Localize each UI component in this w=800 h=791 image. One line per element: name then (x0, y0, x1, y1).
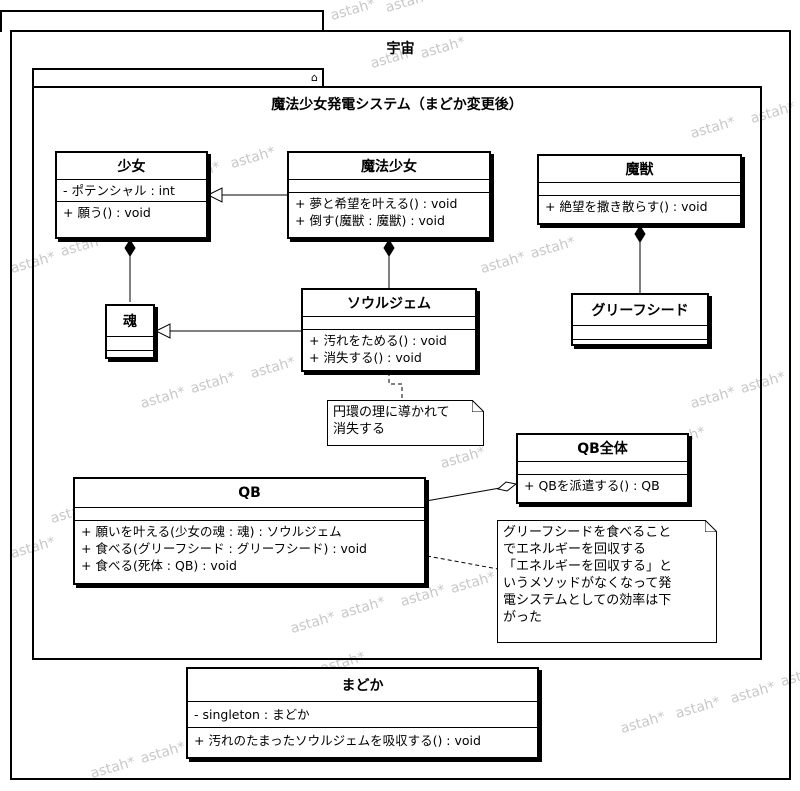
note-line: でエネルギーを回収する (503, 542, 647, 557)
composition-diamond (634, 225, 646, 243)
composition-diamond (124, 239, 136, 257)
class-name: まどか (188, 669, 537, 702)
note-line: 消失する (333, 422, 386, 437)
note-line: いうメソッドがなくなって発 (503, 576, 672, 591)
operation-row: + 絶望を撒き散らす() : void (545, 199, 708, 214)
attribute-row: - singleton : まどか (194, 707, 310, 722)
generalization-arrowhead (154, 323, 171, 339)
operation-row: + 願う() : void (63, 205, 151, 220)
note-line: 「エネルギーを回収する」と (503, 559, 673, 574)
operations-section: + 絶望を撒き散らす() : void (539, 196, 740, 217)
operations-section: + QBを派遣する() : QB (518, 475, 687, 496)
aggregation-diamond (496, 481, 518, 492)
class-name: グリーフシード (573, 295, 707, 326)
class-qb[interactable]: QB + 願いを叶える(少女の魂 : 魂) : ソウルジェム + 食べる(グリー… (73, 477, 426, 585)
attributes-section: - ポテンシャル : int (57, 180, 206, 202)
note-anchor-line (426, 555, 499, 570)
class-name: QB (75, 479, 424, 508)
class-name: 少女 (57, 153, 206, 180)
class-name: QB全体 (518, 435, 687, 462)
class-soul-gem[interactable]: ソウルジェム + 汚れをためる() : void + 消失する() : void (301, 288, 477, 372)
operation-row: + 食べる(死体 : QB) : void (81, 558, 237, 573)
inner-package-title: 魔法少女発電システム（まどか変更後） (271, 97, 523, 113)
operation-row: + 願いを叶える(少女の魂 : 魂) : ソウルジェム (81, 524, 342, 539)
class-madoka[interactable]: まどか - singleton : まどか + 汚れのたまったソウルジェムを吸収… (186, 667, 539, 759)
note-fold-icon (472, 400, 484, 412)
attributes-section (289, 180, 489, 193)
outer-package[interactable]: 宇宙 (10, 30, 791, 780)
class-majuu[interactable]: 魔獣 + 絶望を撒き散らす() : void (537, 154, 742, 225)
operation-row: + 汚れをためる() : void (309, 333, 447, 348)
operations-section: + 汚れをためる() : void + 消失する() : void (303, 330, 475, 368)
note-line: 円環の理に導かれて (333, 405, 450, 420)
inner-package-tab: ⌂ (32, 68, 324, 88)
operations-section (573, 340, 707, 353)
operations-section: + 夢と希望を叶える() : void + 倒す(魔獣 : 魔獣) : void (289, 193, 489, 231)
operation-row: + 夢と希望を叶える() : void (295, 196, 458, 211)
operations-section: + 願いを叶える(少女の魂 : 魂) : ソウルジェム + 食べる(グリーフシー… (75, 521, 424, 576)
attributes-section: - singleton : まどか (188, 702, 537, 728)
class-name: 魔法少女 (289, 153, 489, 180)
attributes-section (573, 326, 707, 340)
outer-package-tab (0, 10, 324, 32)
operations-section: + 願う() : void (57, 202, 206, 223)
attribute-row: - ポテンシャル : int (63, 183, 175, 198)
package-tab-icon: ⌂ (311, 71, 318, 84)
note-qb[interactable]: グリーフシードを食べること でエネルギーを回収する 「エネルギーを回収する」と … (497, 520, 717, 643)
note-line: 電システムとしての効率は下 (503, 593, 672, 608)
note-anchor-line (388, 372, 403, 400)
aggregation-line (425, 487, 501, 502)
note-line: がった (503, 610, 543, 625)
operation-row: + 食べる(グリーフシード : グリーフシード) : void (81, 541, 367, 556)
class-mahou-shoujo[interactable]: 魔法少女 + 夢と希望を叶える() : void + 倒す(魔獣 : 魔獣) :… (287, 151, 491, 239)
inner-package[interactable]: 魔法少女発電システム（まどか変更後） (32, 86, 762, 660)
class-name: 魂 (107, 306, 153, 337)
attributes-section (107, 337, 153, 351)
note-line: グリーフシードを食べること (503, 525, 672, 540)
operations-section (107, 351, 153, 364)
generalization-arrowhead (206, 187, 223, 203)
outer-package-title: 宇宙 (386, 41, 415, 57)
class-shoujo[interactable]: 少女 - ポテンシャル : int + 願う() : void (55, 151, 208, 239)
operation-row: + 消失する() : void (309, 350, 422, 365)
note-soul-gem[interactable]: 円環の理に導かれて 消失する (327, 400, 484, 446)
class-name: 魔獣 (539, 156, 740, 183)
operation-row: + 汚れのたまったソウルジェムを吸収する() : void (194, 733, 481, 748)
class-qb-all[interactable]: QB全体 + QBを派遣する() : QB (516, 433, 689, 504)
operations-section: + 汚れのたまったソウルジェムを吸収する() : void (188, 728, 537, 751)
attributes-section (539, 183, 740, 196)
attributes-section (518, 462, 687, 475)
class-tamashii[interactable]: 魂 (105, 304, 155, 359)
attributes-section (75, 508, 424, 521)
class-name: ソウルジェム (303, 290, 475, 317)
operation-row: + 倒す(魔獣 : 魔獣) : void (295, 213, 445, 228)
note-fold-icon (705, 520, 717, 532)
class-grief-seed[interactable]: グリーフシード (571, 293, 709, 346)
composition-diamond (383, 239, 395, 257)
operation-row: + QBを派遣する() : QB (524, 478, 660, 493)
attributes-section (303, 317, 475, 330)
